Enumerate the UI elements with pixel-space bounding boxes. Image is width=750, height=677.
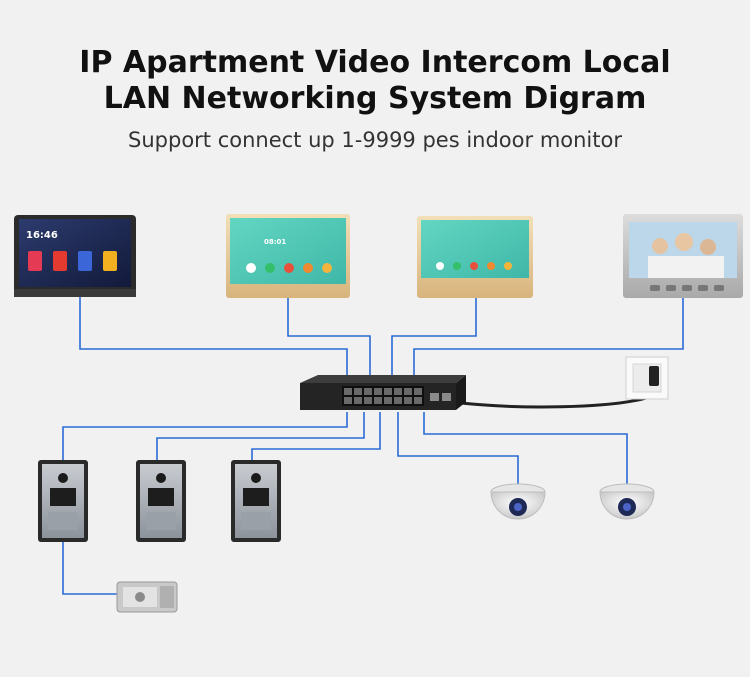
outdoor-station-3 [231, 460, 281, 542]
wire-camera2 [423, 412, 628, 484]
network-wires [62, 296, 684, 595]
dome-camera-1 [490, 483, 546, 520]
monitor2-time: 08:01 [264, 238, 286, 246]
wire-monitor1 [79, 296, 348, 378]
diagram-title-line2: LAN Networking System Digram [103, 81, 647, 116]
dome-camera-2 [599, 483, 655, 520]
wire-camera1 [397, 412, 519, 484]
diagram-title-line1: IP Apartment Video Intercom Local [79, 45, 671, 80]
wire-monitor3 [391, 298, 477, 378]
wire-outdoor2 [156, 412, 365, 460]
wire-lock [62, 542, 117, 595]
wire-outdoor3 [251, 412, 381, 460]
indoor-monitor-1: 16:46 [14, 215, 136, 297]
indoor-monitor-4 [623, 214, 743, 298]
wire-monitor2 [287, 298, 371, 378]
monitor1-time: 16:46 [26, 230, 58, 241]
wire-outdoor1 [62, 412, 348, 460]
wall-socket-icon [625, 356, 669, 400]
diagram-subtitle: Support connect up 1-9999 pes indoor mon… [128, 128, 622, 152]
electric-lock-icon [116, 581, 178, 613]
outdoor-station-2 [136, 460, 186, 542]
poe-switch [300, 375, 466, 410]
indoor-monitor-2: 08:01 [226, 214, 350, 298]
outdoor-station-1 [38, 460, 88, 542]
indoor-monitor-3 [417, 216, 533, 298]
wire-monitor4 [413, 298, 684, 378]
